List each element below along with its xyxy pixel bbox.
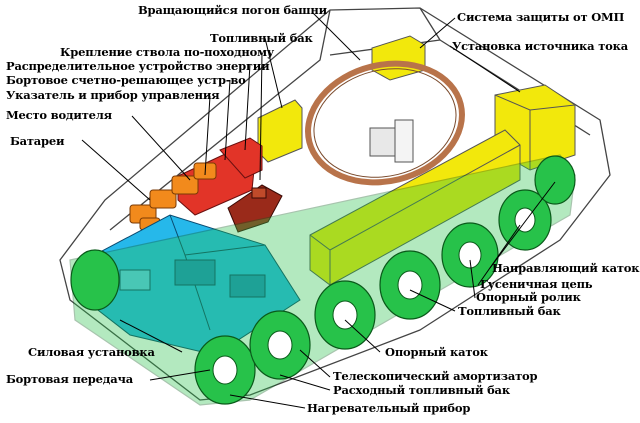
side-fuel-tank	[309, 129, 521, 286]
label-power-distribution: Распределительное устройство энергии	[6, 59, 270, 73]
label-road-wheel: Опорный ролик	[476, 290, 581, 304]
battery-pack	[129, 162, 217, 231]
label-control-indicator: Указатель и прибор управления	[6, 88, 220, 102]
label-fuel-tank-top: Топливный бак	[210, 31, 313, 45]
label-support-roller: Опорный каток	[385, 345, 488, 359]
label-power-source: Установка источника тока	[452, 39, 628, 53]
label-idler: Направляющий каток	[492, 261, 640, 275]
wheel-hubs	[212, 207, 536, 385]
leader-lines	[81, 11, 556, 409]
label-track: Гусеничная цепь	[480, 277, 593, 291]
label-batteries: Батареи	[10, 134, 65, 148]
label-driver-seat: Место водителя	[6, 108, 112, 122]
label-final-drive: Бортовая передача	[6, 372, 133, 386]
power-plant-engine	[84, 214, 301, 356]
label-shock-absorber: Телескопический амортизатор	[333, 369, 538, 383]
barrel-lock	[227, 184, 283, 233]
label-fuel-tank-side: Топливный бак	[458, 304, 561, 318]
label-heater: Нагревательный прибор	[307, 401, 471, 415]
label-onboard-computer: Бортовое счетно-решающее устр-во	[6, 73, 246, 87]
turret-ring	[305, 60, 465, 186]
label-nbc-system: Система защиты от ОМП	[457, 10, 625, 24]
ring-fittings	[369, 119, 414, 163]
label-turret-ring: Вращающийся погон башни	[138, 3, 327, 17]
label-aux-fuel-tank: Расходный топливный бак	[333, 383, 510, 397]
label-barrel-lock: Крепление ствола по-походному	[60, 45, 275, 59]
label-power-plant: Силовая установка	[28, 345, 155, 359]
